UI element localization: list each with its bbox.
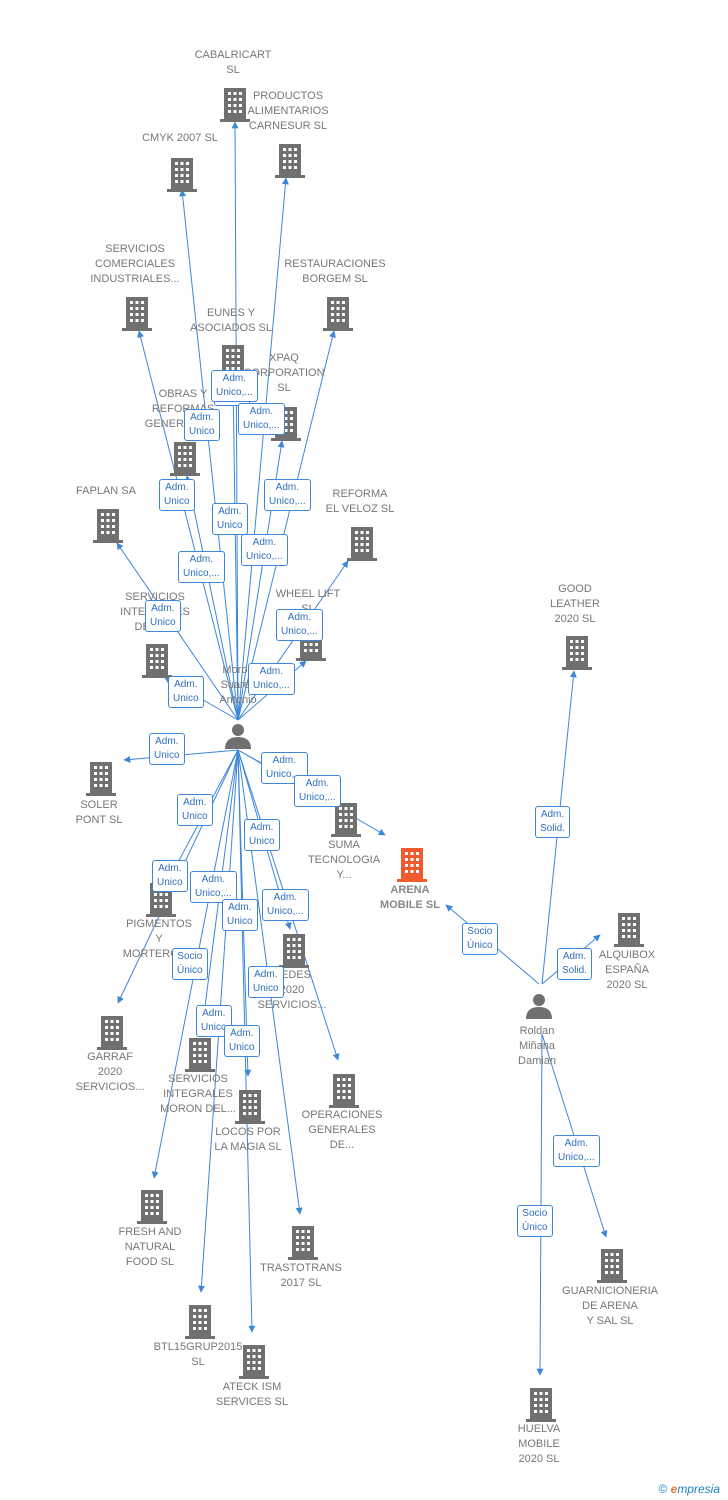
company-label[interactable]: PRODUCTOS ALIMENTARIOS CARNESUR SL xyxy=(247,90,329,132)
brand-logo-first-letter: e xyxy=(670,1482,678,1496)
relation-tag[interactable]: Adm. Unico,... xyxy=(276,609,323,641)
company-label[interactable]: TRASTOTRANS 2017 SL xyxy=(260,1262,342,1289)
company-building-icon[interactable] xyxy=(220,88,250,122)
relation-tag[interactable]: Adm. Unico xyxy=(248,966,284,998)
company-building-icon[interactable] xyxy=(170,442,200,476)
relation-tag[interactable]: Adm. Unico xyxy=(159,479,195,511)
company-label[interactable]: SERVICIOS INTEGRALES MORON DEL... xyxy=(160,1073,236,1115)
relation-tag[interactable]: Adm. Unico xyxy=(168,676,204,708)
company-label[interactable]: ATECK ISM SERVICES SL xyxy=(216,1381,288,1408)
relation-tag[interactable]: Adm. Unico,... xyxy=(294,775,341,807)
relation-tag[interactable]: Adm. Solid. xyxy=(535,806,571,838)
company-label[interactable]: RESTAURACIONES BORGEM SL xyxy=(284,258,386,285)
relation-tag[interactable]: Adm. Unico,... xyxy=(241,534,288,566)
relation-edge xyxy=(231,121,239,721)
company-building-icon[interactable] xyxy=(235,1090,265,1124)
company-label[interactable]: OPERACIONES GENERALES DE... xyxy=(301,1109,383,1151)
relation-tag[interactable]: Adm. Unico xyxy=(184,409,220,441)
person-icon[interactable] xyxy=(225,724,251,749)
company-building-icon[interactable] xyxy=(323,297,353,331)
relation-tag[interactable]: Adm. Unico,... xyxy=(211,370,258,402)
relation-tag[interactable]: Adm. Unico,... xyxy=(248,663,295,695)
company-label[interactable]: CMYK 2007 SL xyxy=(142,132,218,144)
relation-edge xyxy=(229,377,239,721)
company-label[interactable]: CABALRICART SL xyxy=(194,49,272,76)
company-label[interactable]: HUELVA MOBILE 2020 SL xyxy=(517,1423,561,1465)
company-building-icon[interactable] xyxy=(597,1249,627,1283)
company-building-icon[interactable] xyxy=(347,527,377,561)
relation-tag[interactable]: Adm. Unico,... xyxy=(553,1135,600,1167)
company-building-icon[interactable] xyxy=(526,1388,556,1422)
company-label[interactable]: LOCOS POR LA MAGIA SL xyxy=(214,1126,282,1153)
company-building-icon[interactable] xyxy=(93,509,123,543)
relation-edge xyxy=(179,189,239,721)
company-label[interactable]: FAPLAN SA xyxy=(76,485,136,497)
person-label[interactable]: Moron Suarez Antonio xyxy=(219,664,257,706)
brand-logo: © empresia xyxy=(658,1482,720,1496)
company-building-icon[interactable] xyxy=(614,913,644,947)
relation-edge xyxy=(184,475,239,721)
copyright-symbol: © xyxy=(658,1482,668,1496)
company-label[interactable]: SUMA TECNOLOGIA Y... xyxy=(307,839,381,881)
company-building-icon[interactable] xyxy=(275,144,305,178)
company-label[interactable]: ALQUIBOX ESPAÑA 2020 SL xyxy=(598,949,656,991)
company-building-icon[interactable] xyxy=(562,636,592,670)
company-building-icon[interactable] xyxy=(86,762,116,796)
company-building-icon[interactable] xyxy=(239,1345,269,1379)
company-label[interactable]: GUARNICIONERIA DE ARENA Y SAL SL xyxy=(562,1285,658,1327)
company-building-icon[interactable] xyxy=(167,158,197,192)
company-building-icon[interactable] xyxy=(97,1016,127,1050)
relation-tag[interactable]: Adm. Unico xyxy=(177,794,213,826)
relation-tag[interactable]: Socio Único xyxy=(172,948,208,980)
person-icon[interactable] xyxy=(526,994,552,1019)
company-label[interactable]: REFORMA EL VELOZ SL xyxy=(325,488,395,515)
focus-company-icon[interactable] xyxy=(397,848,427,882)
relation-tag[interactable]: Adm. Unico xyxy=(244,819,280,851)
company-building-icon[interactable] xyxy=(142,644,172,678)
person-label[interactable]: Roldan Miñana Damian xyxy=(518,1025,556,1067)
relation-tag[interactable]: Adm. Unico xyxy=(212,503,248,535)
company-label[interactable]: GARRAF 2020 SERVICIOS... xyxy=(75,1051,145,1093)
relation-tag[interactable]: Adm. Unico,... xyxy=(262,889,309,921)
relation-tag[interactable]: Adm. Unico xyxy=(224,1025,260,1057)
relation-tag[interactable]: Adm. Unico,... xyxy=(264,479,311,511)
company-label[interactable]: FRESH AND NATURAL FOOD SL xyxy=(118,1226,182,1268)
company-label[interactable]: SERVICIOS COMERCIALES INDUSTRIALES... xyxy=(90,243,180,285)
relation-tag[interactable]: Adm. Unico xyxy=(222,899,258,931)
company-label[interactable]: ARENA MOBILE SL xyxy=(380,884,440,911)
company-label[interactable]: GOOD LEATHER 2020 SL xyxy=(550,583,600,625)
relation-tag[interactable]: Adm. Solid. xyxy=(557,948,593,980)
relation-tag[interactable]: Adm. Unico,... xyxy=(190,871,237,903)
relation-edge xyxy=(237,330,336,721)
relation-tag[interactable]: Adm. Unico,... xyxy=(261,752,308,784)
relation-edge xyxy=(536,1033,544,1376)
relation-edge xyxy=(137,330,239,721)
company-building-icon[interactable] xyxy=(122,297,152,331)
company-building-icon[interactable] xyxy=(185,1305,215,1339)
relation-tag[interactable]: Adm. Unico,... xyxy=(238,403,285,435)
relation-tag[interactable]: Socio Único xyxy=(517,1205,553,1237)
relation-edge xyxy=(237,177,289,721)
company-building-icon[interactable] xyxy=(331,803,361,837)
company-label[interactable]: XPAQ CORPORATION SL xyxy=(243,352,325,394)
relation-tag[interactable]: Adm. Unico,... xyxy=(178,551,225,583)
relation-tag[interactable]: Adm. Unico xyxy=(145,600,181,632)
company-label[interactable]: BTL15GRUP2015 SL xyxy=(153,1341,243,1368)
company-label[interactable]: SOLER PONT SL xyxy=(75,799,123,826)
company-building-icon[interactable] xyxy=(288,1226,318,1260)
relation-tag[interactable]: Adm. Unico xyxy=(152,860,188,892)
company-building-icon[interactable] xyxy=(185,1038,215,1072)
company-label[interactable]: EUNES Y ASOCIADOS SL xyxy=(190,307,272,334)
company-building-icon[interactable] xyxy=(137,1190,167,1224)
relation-tag[interactable]: Socio Único xyxy=(462,923,498,955)
brand-logo-text: mpresia xyxy=(677,1482,720,1496)
company-building-icon[interactable] xyxy=(279,934,309,968)
company-building-icon[interactable] xyxy=(329,1074,359,1108)
relation-tag[interactable]: Adm. Unico xyxy=(149,733,185,765)
